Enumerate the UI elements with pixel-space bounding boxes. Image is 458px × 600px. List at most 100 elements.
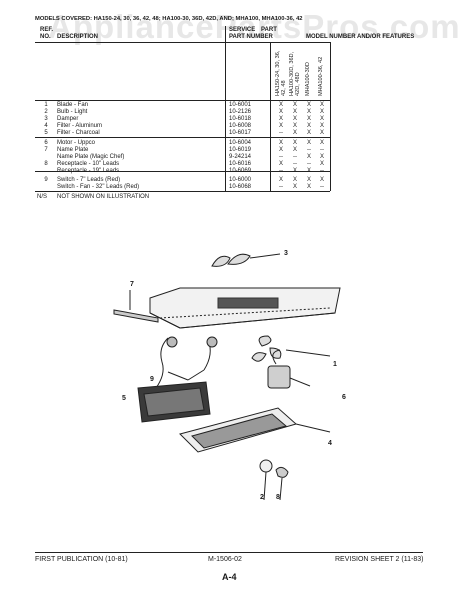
part-description: Damper [57, 116, 79, 122]
revision-sheet: REVISION SHEET 2 (11-83) [335, 556, 424, 563]
part-number-label: PART NUMBER [229, 34, 273, 40]
part-number: 10-6001 [229, 102, 252, 108]
callout-number: 7 [130, 281, 134, 288]
model-mark: -- [307, 147, 311, 153]
model-mark: X [306, 116, 311, 122]
part-description: Name Plate (Magic Chef) [57, 154, 125, 160]
model-mark: X [292, 184, 297, 190]
model-mark: X [278, 177, 283, 183]
model-mark: -- [293, 154, 297, 160]
table-row: 3 Damper 10-6018 X X X X [0, 116, 458, 123]
watermark: AppliancePartsPros.com [48, 8, 458, 45]
model-features-label: MODEL NUMBER AND/OR FEATURES [306, 34, 415, 40]
part-description: Motor - Uppco [57, 140, 96, 146]
model-mark: -- [320, 168, 324, 174]
model-mark: X [292, 140, 297, 146]
model-mark: X [306, 123, 311, 129]
model-mark: X [306, 102, 311, 108]
model-mark: X [292, 102, 297, 108]
callout-number: 6 [342, 394, 346, 401]
table-row: Switch - Fan - 32" Leads (Red) 10-6068 -… [0, 184, 458, 191]
callout-number: 2 [260, 494, 264, 501]
callout-number: 4 [328, 440, 332, 447]
table-row: Name Plate (Magic Chef) 9-24214 -- -- X … [0, 154, 458, 161]
exploded-parts-illustration [113, 253, 341, 501]
model-mark: X [278, 147, 283, 153]
callout-number: 3 [284, 250, 288, 257]
table-row: 8 Receptacle - 10" Leads 10-6016 X -- --… [0, 161, 458, 168]
callout-number: 8 [276, 494, 280, 501]
model-mark: -- [320, 147, 324, 153]
model-mark: X [319, 140, 324, 146]
ref-number: 7 [44, 147, 48, 153]
model-mark: X [278, 123, 283, 129]
ref-number: 2 [44, 109, 48, 115]
part-number: 10-6000 [229, 177, 252, 183]
model-mark: -- [320, 184, 324, 190]
ref-number: 3 [44, 116, 48, 122]
callout-number: 5 [122, 395, 126, 402]
description-label: DESCRIPTION [57, 34, 99, 40]
charcoal-filter-illustration [137, 381, 211, 423]
part-number: 10-6019 [229, 147, 252, 153]
model-mark: X [319, 130, 324, 136]
model-mark: X [306, 109, 311, 115]
table-row: 5 Filter - Charcoal 10-6017 -- X X X [0, 130, 458, 137]
part-description: Blade - Fan [57, 102, 89, 108]
part-number: 10-6017 [229, 130, 252, 136]
model-mark: X [319, 102, 324, 108]
part-label: PART [261, 27, 277, 33]
part-number: 10-2126 [229, 109, 252, 115]
ref-number: 6 [44, 140, 48, 146]
aluminum-filter-illustration [179, 407, 331, 453]
part-number: 10-6068 [229, 184, 252, 190]
model-mark: X [292, 177, 297, 183]
ref-label: REF. [40, 27, 54, 33]
model-mark: X [319, 177, 324, 183]
model-mark: -- [279, 154, 283, 160]
damper-illustration [211, 253, 281, 267]
model-mark: X [319, 116, 324, 122]
model-mark: X [306, 154, 311, 160]
motor-illustration [267, 349, 311, 389]
part-description: Receptacle - 19" Leads [57, 168, 120, 174]
model-mark: X [319, 161, 324, 167]
model-mark: X [306, 130, 311, 136]
model-mark: X [319, 154, 324, 160]
part-number: 10-6008 [229, 123, 252, 129]
ref-number: 4 [44, 123, 48, 129]
first-publication: FIRST PUBLICATION (10-81) [35, 556, 128, 563]
model-mark: X [306, 140, 311, 146]
part-number: 10-6018 [229, 116, 252, 122]
model-mark: X [319, 123, 324, 129]
model-mark: -- [279, 130, 283, 136]
fan-blade-illustration [251, 335, 331, 362]
model-mark: X [278, 102, 283, 108]
model-mark: X [292, 130, 297, 136]
model-mark: X [306, 168, 311, 174]
part-description: Receptacle - 10" Leads [57, 161, 120, 167]
table-row: 7 Name Plate 10-6019 X X -- -- [0, 147, 458, 154]
model-mark: X [292, 168, 297, 174]
callout-number: 1 [333, 361, 337, 368]
part-description: Bulb - Light [57, 109, 88, 115]
table-row: 9 Switch - 7" Leads (Red) 10-6000 X X X … [0, 177, 458, 184]
part-description: Name Plate [57, 147, 89, 153]
table-row: 2 Bulb - Light 10-2126 X X X X [0, 109, 458, 116]
model-mark: X [278, 109, 283, 115]
column-header-3: MHA100-30D [305, 62, 311, 96]
ref-number: 1 [44, 102, 48, 108]
part-number: 10-6016 [229, 161, 252, 167]
ref-number: 9 [44, 177, 48, 183]
model-mark: X [292, 109, 297, 115]
model-mark: X [278, 116, 283, 122]
column-header-2: HA100-30D, 36D, 42D, 48D [289, 51, 301, 96]
model-mark: -- [293, 161, 297, 167]
table-row: 4 Filter - Aluminum 10-6008 X X X X [0, 123, 458, 130]
part-number: 10-6004 [229, 140, 252, 146]
switch-illustration [155, 336, 218, 389]
note-code: N/S [37, 194, 48, 200]
model-mark: X [319, 109, 324, 115]
part-description: Switch - Fan - 32" Leads (Red) [57, 184, 140, 190]
models-covered-line: MODELS COVERED: HA150-24, 30, 36, 42, 48… [35, 16, 303, 22]
